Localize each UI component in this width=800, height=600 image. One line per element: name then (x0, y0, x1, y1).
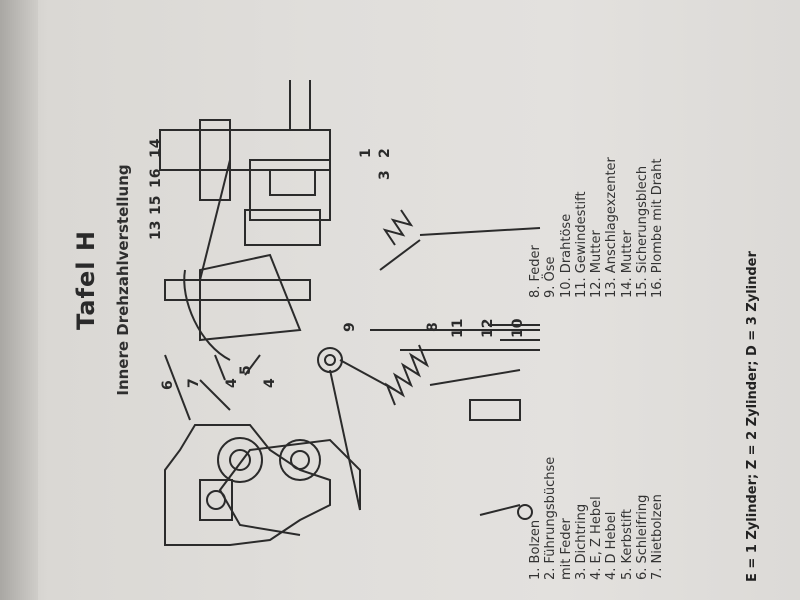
link-rod-upper (199, 159, 231, 281)
legend-item-16: 16. Plombe mit Draht (650, 158, 666, 298)
legend-item-1: 1. Bolzen (528, 519, 543, 580)
rod-upper (379, 239, 421, 271)
nut-square (199, 479, 233, 521)
lever-arm-outline (218, 438, 361, 536)
lever-rod (329, 369, 361, 511)
lever-plate (199, 253, 302, 342)
leader-5 (244, 354, 261, 376)
callout-8: 8 (425, 322, 441, 332)
boss-circle-a (217, 437, 263, 483)
page-binding-edge (0, 0, 38, 600)
callout-11: 11 (450, 318, 466, 338)
screw-rod-lower (429, 369, 521, 386)
legend-item-14: 14. Mutter (619, 230, 635, 298)
legend-item-2: 2. Führungsbüchse (543, 456, 559, 580)
callout-4a: 4 (224, 378, 240, 388)
callout-4b: 4 (262, 378, 278, 388)
thread-sleeve (269, 169, 316, 196)
boss-circle-a-inner (229, 449, 251, 471)
legend-item-11: 11. Gewindestift (573, 191, 589, 298)
housing-plate (199, 119, 231, 201)
eccentric-block (244, 209, 321, 246)
legend-item-6: 6. Schleifring (635, 494, 651, 580)
cylinder-footnote: E = 1 Zylinder; Z = 2 Zylinder; D = 3 Zy… (745, 251, 760, 582)
rod-to-screw (419, 227, 541, 236)
boss-circle-b (279, 439, 321, 481)
callout-2: 2 (377, 148, 393, 158)
legend-right: 8. Feder 9. Öse 10. Drahtöse 11. Gewinde… (528, 157, 666, 298)
wire-hook (479, 504, 521, 516)
callout-10: 10 (510, 318, 526, 338)
leader-4a (214, 354, 226, 381)
callout-3: 3 (377, 170, 393, 180)
curved-arm (183, 269, 231, 361)
legend-item-10: 10. Drahtöse (558, 213, 574, 298)
legend-item-2b: mit Feder (558, 518, 574, 580)
legend-item-5: 5. Kerbstift (619, 509, 635, 580)
legend-item-15: 15. Sicherungsblech (635, 165, 651, 298)
callout-7: 7 (186, 378, 202, 388)
legend-item-12: 12. Mutter (589, 230, 605, 298)
shaft-body (164, 279, 311, 301)
legend-item-13: 13. Anschlagexzenter (604, 157, 620, 298)
callout-5: 5 (238, 365, 254, 375)
legend-item-4d: 4. D Hebel (604, 511, 620, 580)
callout-14: 14 (148, 138, 164, 158)
callout-1: 1 (358, 148, 374, 158)
legend-item-7: 7. Nietbolzen (650, 494, 666, 580)
lever-eye-inner (324, 354, 336, 366)
lever-eye (317, 347, 343, 373)
clamp-block (469, 399, 521, 421)
legend-item-8: 8. Feder (528, 245, 543, 298)
spring-link (339, 359, 396, 391)
spring-upper (382, 209, 414, 246)
callout-16: 16 (148, 168, 164, 188)
legend-left: 1. Bolzen 2. Führungsbüchse mit Feder 3.… (528, 457, 666, 580)
spring-lower (384, 344, 430, 406)
callout-6: 6 (160, 380, 176, 390)
leader-6 (164, 354, 191, 421)
bolt-head (159, 129, 331, 171)
callout-13: 13 (148, 220, 164, 240)
callout-15: 15 (148, 195, 164, 215)
legend-item-9: 9. Öse (543, 256, 559, 298)
callout-12: 12 (480, 318, 496, 338)
wire-loop (517, 504, 533, 520)
legend-item-4ez: 4. E, Z Hebel (589, 496, 605, 580)
boss-circle-b-inner (290, 450, 310, 470)
callout-9: 9 (342, 322, 358, 332)
legend-item-3: 3. Dichtring (573, 503, 589, 580)
leader-7 (199, 379, 231, 411)
